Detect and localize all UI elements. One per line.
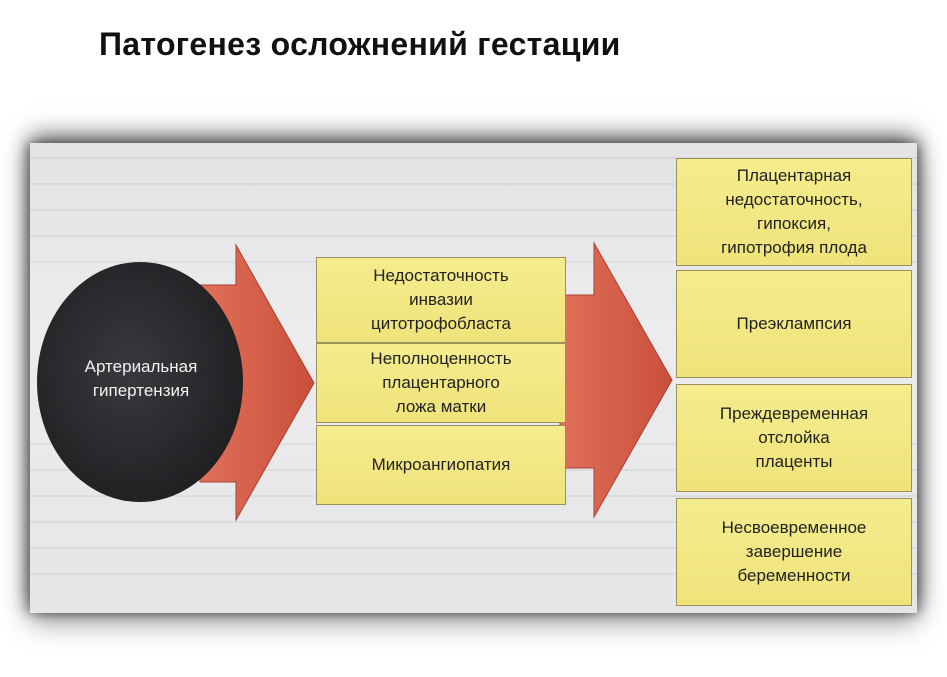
- mechanism-box: Недостаточность инвазии цитотрофобласта: [316, 257, 566, 343]
- arrow-to-mechanisms: [199, 243, 315, 522]
- outcome-box: Несвоевременное завершение беремен­ности: [676, 498, 912, 606]
- source-circle: [37, 262, 243, 502]
- mechanism-box: Неполноценность плацентарного ложа матки: [316, 343, 566, 423]
- outcome-box: Преэклампсия: [676, 270, 912, 378]
- mechanism-box: Микроангиопатия: [316, 425, 566, 505]
- outcome-box: Преждевременная отслойка плаценты: [676, 384, 912, 492]
- arrow-to-outcomes: [559, 241, 673, 519]
- slide-title: Патогенез осложнений гестации: [99, 26, 621, 62]
- source-label: Артериальная гипертензия: [84, 357, 198, 400]
- outcome-box: Плацентарная недостаточность, гипоксия, …: [676, 158, 912, 266]
